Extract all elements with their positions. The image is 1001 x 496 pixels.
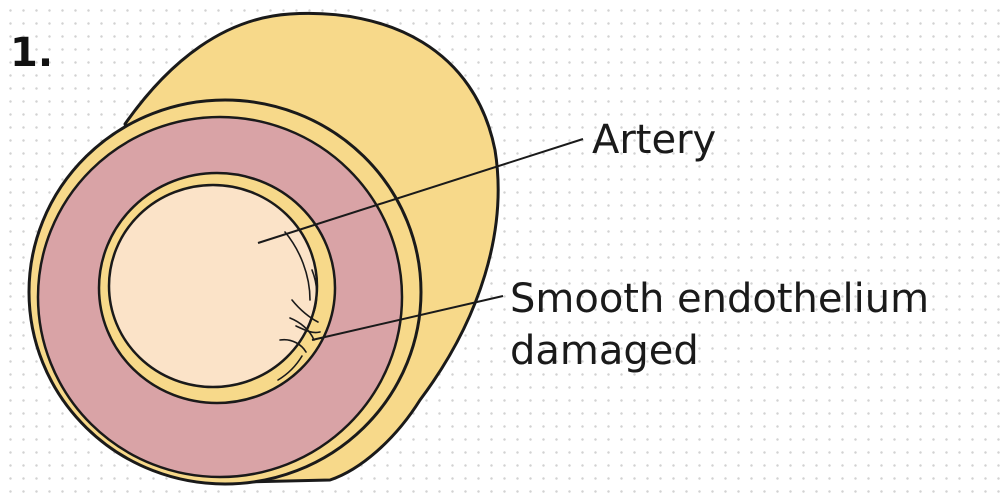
step-number: 1. <box>10 30 53 76</box>
endothelium-label-line2: damaged <box>510 328 699 374</box>
artery-label: Artery <box>592 117 716 163</box>
artery-lumen <box>109 185 317 387</box>
endothelium-label-line1: Smooth endothelium <box>510 276 929 322</box>
